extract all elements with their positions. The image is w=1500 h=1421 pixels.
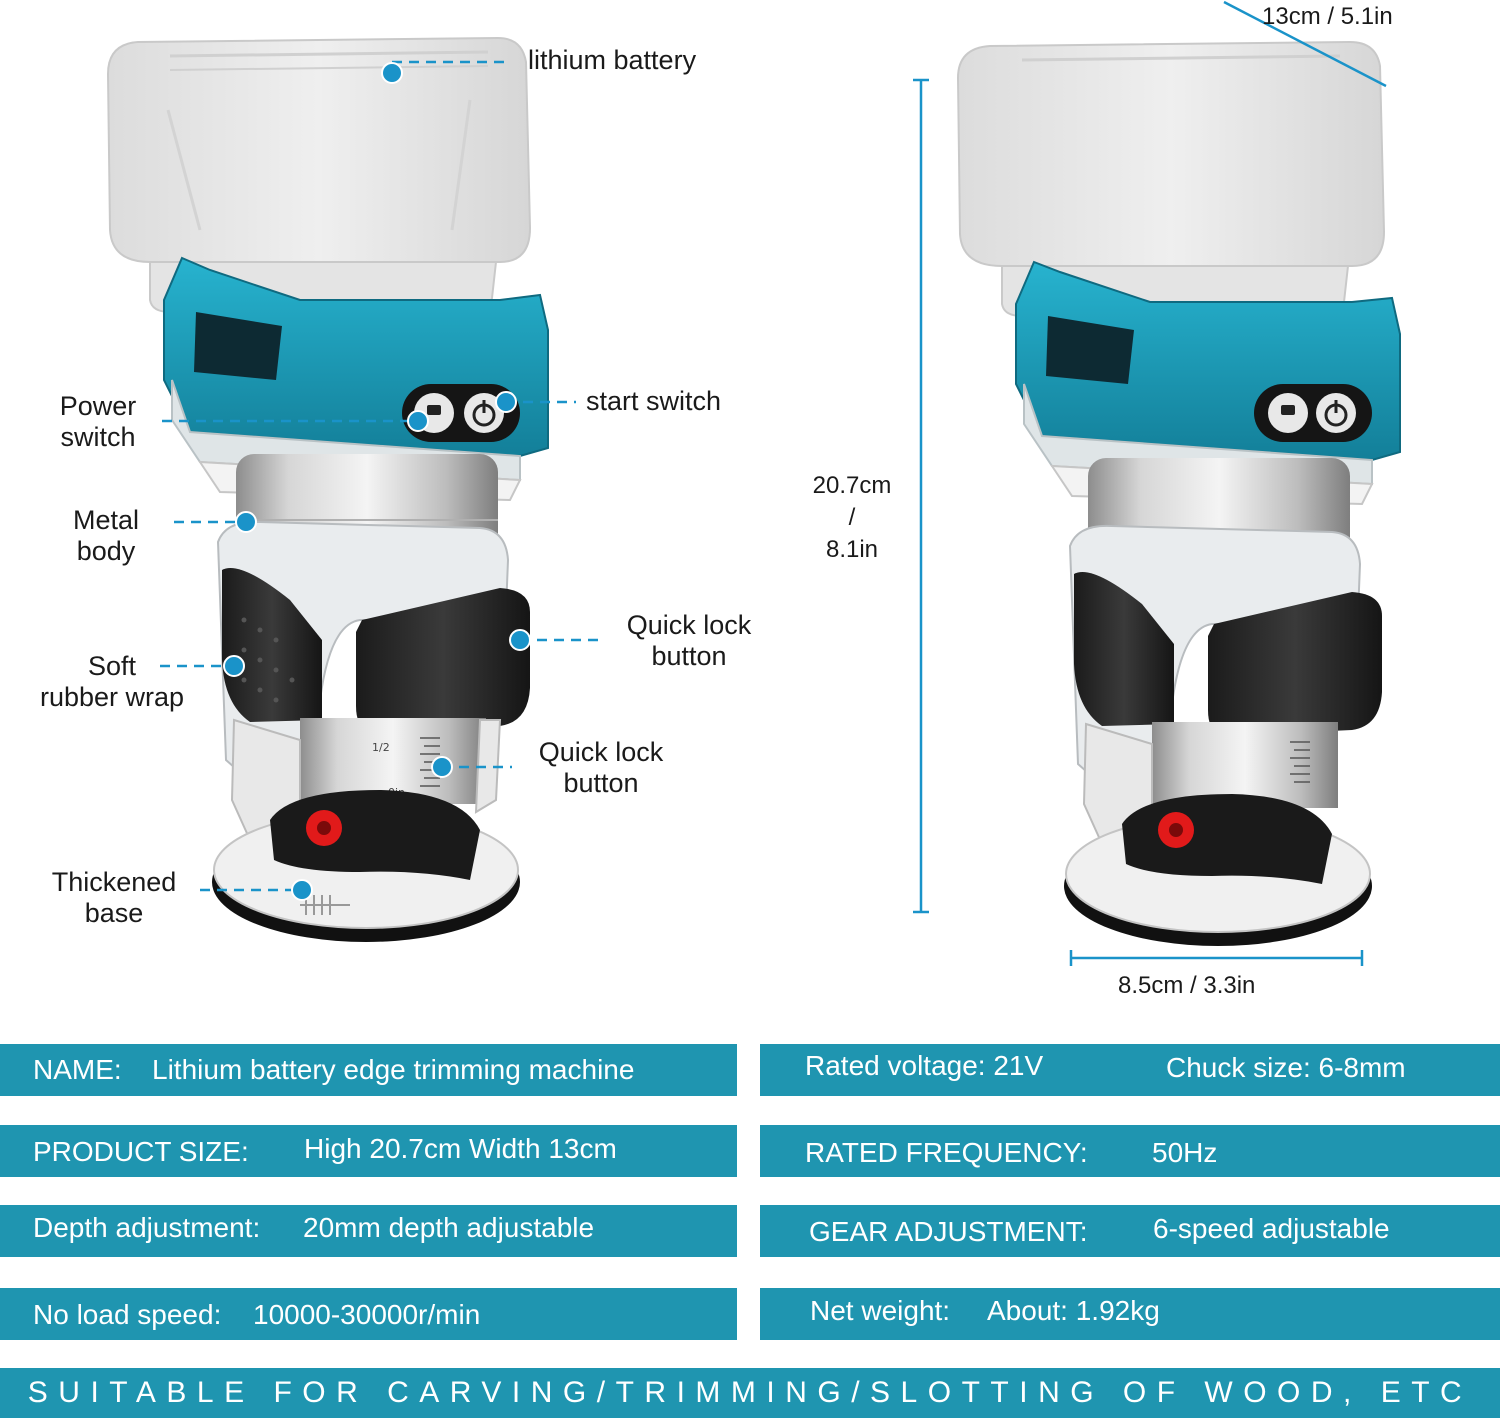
spec-speed-bar: No load speed: 10000-30000r/min — [0, 1288, 737, 1340]
rubber-grip — [222, 568, 322, 722]
label-metal-body: Metal body — [72, 505, 140, 566]
spec-weight-bar: Net weight: About: 1.92kg — [760, 1288, 1500, 1340]
spec-name-bar: NAME: Lithium battery edge trimming mach… — [0, 1044, 737, 1096]
dimension-width: 8.5cm / 3.3in — [1118, 972, 1256, 999]
label-quick-lock-button: Quick lock button — [626, 610, 752, 671]
spec-depth-value: 20mm depth adjustable — [303, 1212, 595, 1243]
product-illustration: 1/2 0in — [106, 0, 1401, 966]
spec-gear-key: GEAR ADJUSTMENT: — [809, 1216, 1088, 1247]
dimension-height: 20.7cm / 8.1in — [812, 472, 892, 563]
callout-dot-rubber — [223, 655, 245, 677]
depth-scale — [300, 718, 486, 804]
label-quick-lock-button-2: Quick lock button — [538, 737, 664, 798]
spec-speed-key: No load speed: — [33, 1299, 222, 1330]
label-lithium-battery: lithium battery — [528, 45, 697, 75]
spec-name-value: Lithium battery edge trimming machine — [152, 1054, 635, 1085]
spec-size-bar: PRODUCT SIZE: High 20.7cm Width 13cm — [0, 1125, 737, 1177]
callout-dot-quicklock-2 — [431, 756, 453, 778]
spec-voltage: Rated voltage: 21V — [805, 1050, 1044, 1081]
spec-gear-value: 6-speed adjustable — [1153, 1213, 1390, 1244]
spec-depth-key: Depth adjustment: — [33, 1212, 261, 1243]
spec-frequency-value: 50Hz — [1152, 1137, 1218, 1168]
battery-pack — [106, 36, 532, 313]
label-thickened-base: Thickened base — [51, 867, 177, 928]
callout-dot-base — [291, 879, 313, 901]
spec-weight-value: About: 1.92kg — [987, 1295, 1160, 1326]
base-plate — [212, 790, 520, 942]
callout-dot-quicklock — [509, 629, 531, 651]
spec-size-key: PRODUCT SIZE: — [33, 1136, 249, 1167]
callout-dot-battery — [381, 62, 403, 84]
label-start-switch: start switch — [586, 386, 722, 416]
callout-dot-power — [407, 410, 429, 432]
spec-weight-key: Net weight: — [810, 1295, 951, 1326]
spec-depth-bar: Depth adjustment: 20mm depth adjustable — [0, 1205, 737, 1257]
callout-leaders — [160, 60, 604, 892]
spec-name-key: NAME: — [33, 1054, 122, 1085]
scale-mark-half: 1/2 — [372, 741, 390, 754]
label-power-switch: Power switch — [59, 391, 137, 452]
spec-frequency-key: RATED FREQUENCY: — [805, 1137, 1088, 1168]
spec-frequency-bar: RATED FREQUENCY: 50Hz — [760, 1125, 1500, 1177]
dimension-lines — [913, 0, 1387, 966]
callout-dot-metal — [235, 511, 257, 533]
spec-chuck: Chuck size: 6-8mm — [1166, 1052, 1406, 1083]
quick-lock-lever — [356, 588, 530, 732]
spec-speed-value: 10000-30000r/min — [253, 1299, 481, 1330]
label-soft-rubber-wrap: Soft rubber wrap — [39, 651, 185, 712]
dimension-depth: 13cm / 5.1in — [1262, 3, 1393, 30]
router-right — [956, 40, 1401, 946]
spec-size-value: High 20.7cm Width 13cm — [304, 1133, 617, 1164]
router-left: 1/2 0in — [106, 36, 604, 942]
spec-voltage-bar: Rated voltage: 21V Chuck size: 6-8mm — [760, 1044, 1500, 1096]
callout-dot-start — [495, 391, 517, 413]
usage-banner: SUITABLE FOR CARVING/TRIMMING/SLOTTING O… — [0, 1368, 1500, 1418]
spec-gear-bar: GEAR ADJUSTMENT: 6-speed adjustable — [760, 1205, 1500, 1257]
